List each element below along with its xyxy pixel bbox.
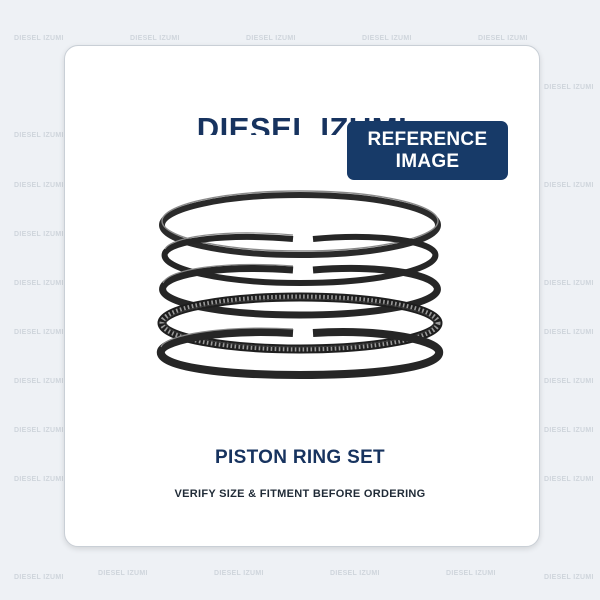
oil-ring-bottom	[157, 327, 443, 380]
compression-ring-second	[161, 232, 439, 287]
watermark: DIESEL IZUMI	[14, 378, 64, 385]
watermark: DIESEL IZUMI	[544, 476, 594, 483]
watermark: DIESEL IZUMI	[14, 231, 64, 238]
watermark: DIESEL IZUMI	[544, 84, 594, 91]
watermark: DIESEL IZUMI	[544, 280, 594, 287]
watermark: DIESEL IZUMI	[246, 35, 296, 42]
watermark: DIESEL IZUMI	[14, 476, 64, 483]
watermark: DIESEL IZUMI	[446, 570, 496, 577]
watermark: DIESEL IZUMI	[98, 570, 148, 577]
compression-ring-top	[159, 190, 441, 258]
watermark: DIESEL IZUMI	[14, 132, 64, 139]
badge-line-2: IMAGE	[395, 150, 460, 172]
oil-ring-expander	[157, 292, 443, 354]
watermark: DIESEL IZUMI	[544, 182, 594, 189]
watermark: DIESEL IZUMI	[544, 427, 594, 434]
product-image	[113, 135, 488, 430]
watermark: DIESEL IZUMI	[14, 182, 64, 189]
watermark: DIESEL IZUMI	[544, 574, 594, 581]
fitment-note: VERIFY SIZE & FITMENT BEFORE ORDERING	[174, 488, 426, 500]
watermark: DIESEL IZUMI	[544, 378, 594, 385]
watermark: DIESEL IZUMI	[14, 280, 64, 287]
watermark: DIESEL IZUMI	[330, 570, 380, 577]
scraper-ring	[159, 263, 441, 319]
watermark: DIESEL IZUMI	[14, 329, 64, 336]
watermark: DIESEL IZUMI	[14, 574, 64, 581]
watermark: DIESEL IZUMI	[14, 427, 64, 434]
watermark: DIESEL IZUMI	[130, 35, 180, 42]
watermark: DIESEL IZUMI	[544, 329, 594, 336]
watermark: DIESEL IZUMI	[14, 35, 64, 42]
reference-image-badge: REFERENCE IMAGE	[347, 121, 508, 180]
watermark: DIESEL IZUMI	[362, 35, 412, 42]
watermark: DIESEL IZUMI	[214, 570, 264, 577]
watermark: DIESEL IZUMI	[478, 35, 528, 42]
badge-line-1: REFERENCE	[367, 128, 488, 150]
product-title: PISTON RING SET	[215, 447, 385, 468]
